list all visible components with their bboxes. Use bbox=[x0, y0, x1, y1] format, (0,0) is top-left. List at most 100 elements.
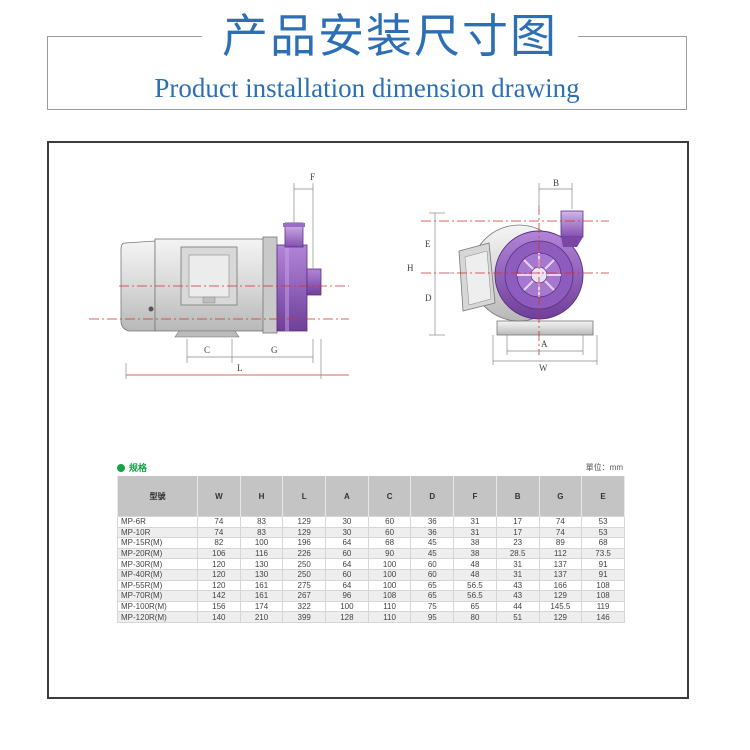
value-cell: 130 bbox=[239, 558, 284, 570]
value-cell: 65 bbox=[410, 579, 455, 592]
value-cell: 267 bbox=[282, 590, 327, 602]
value-cell: 53 bbox=[581, 526, 625, 539]
value-cell: 91 bbox=[581, 558, 625, 570]
value-cell: 51 bbox=[495, 611, 540, 623]
value-cell: 31 bbox=[495, 558, 540, 570]
dimension-panel: F C G L bbox=[47, 141, 689, 699]
value-cell: 129 bbox=[538, 590, 583, 602]
value-cell: 89 bbox=[538, 537, 583, 549]
value-cell: 23 bbox=[495, 537, 540, 549]
value-cell: 120 bbox=[197, 579, 241, 592]
value-cell: 31 bbox=[453, 526, 497, 539]
column-header: 型號 bbox=[117, 476, 198, 517]
value-cell: 74 bbox=[197, 516, 241, 528]
value-cell: 60 bbox=[367, 516, 412, 528]
value-cell: 56.5 bbox=[453, 590, 497, 602]
value-cell: 120 bbox=[197, 568, 241, 581]
value-cell: 100 bbox=[367, 558, 412, 570]
value-cell: 65 bbox=[453, 600, 497, 613]
value-cell: 30 bbox=[325, 516, 369, 528]
value-cell: 64 bbox=[325, 558, 369, 570]
value-cell: 322 bbox=[282, 600, 327, 613]
value-cell: 31 bbox=[495, 568, 540, 581]
value-cell: 100 bbox=[367, 579, 412, 592]
value-cell: 129 bbox=[282, 516, 327, 528]
value-cell: 142 bbox=[197, 590, 241, 602]
value-cell: 226 bbox=[282, 547, 327, 560]
value-cell: 43 bbox=[495, 579, 540, 592]
model-cell: MP-40R(M) bbox=[117, 568, 198, 581]
value-cell: 166 bbox=[538, 579, 583, 592]
dim-label-d: D bbox=[425, 293, 432, 303]
model-cell: MP-15R(M) bbox=[117, 537, 198, 549]
value-cell: 74 bbox=[538, 526, 583, 539]
value-cell: 129 bbox=[282, 526, 327, 539]
value-cell: 108 bbox=[581, 590, 625, 602]
side-view-dimensions bbox=[89, 285, 349, 376]
value-cell: 68 bbox=[367, 537, 412, 549]
value-cell: 60 bbox=[367, 526, 412, 539]
model-cell: MP-120R(M) bbox=[117, 611, 198, 623]
value-cell: 91 bbox=[581, 568, 625, 581]
value-cell: 64 bbox=[325, 537, 369, 549]
value-cell: 174 bbox=[239, 600, 284, 613]
column-header: F bbox=[453, 476, 497, 517]
value-cell: 44 bbox=[495, 600, 540, 613]
model-cell: MP-30R(M) bbox=[117, 558, 198, 570]
value-cell: 161 bbox=[239, 579, 284, 592]
dim-label-f: F bbox=[310, 172, 315, 182]
value-cell: 80 bbox=[453, 611, 497, 623]
column-header: G bbox=[538, 476, 583, 517]
page-title-en: Product installation dimension drawing bbox=[154, 73, 580, 103]
value-cell: 100 bbox=[239, 537, 284, 549]
column-header: H bbox=[239, 476, 284, 517]
value-cell: 275 bbox=[282, 579, 327, 592]
value-cell: 210 bbox=[239, 611, 284, 623]
value-cell: 17 bbox=[495, 516, 540, 528]
model-cell: MP-6R bbox=[117, 516, 198, 528]
dim-label-c: C bbox=[204, 345, 210, 355]
column-header: E bbox=[581, 476, 625, 517]
dim-label-a: A bbox=[541, 339, 548, 349]
value-cell: 106 bbox=[197, 547, 241, 560]
value-cell: 68 bbox=[581, 537, 625, 549]
header-rule-right bbox=[578, 36, 687, 37]
model-cell: MP-10R bbox=[117, 526, 198, 539]
column-header: C bbox=[367, 476, 412, 517]
value-cell: 65 bbox=[410, 590, 455, 602]
value-cell: 73.5 bbox=[581, 547, 625, 560]
column-header: D bbox=[410, 476, 455, 517]
value-cell: 83 bbox=[239, 516, 284, 528]
value-cell: 250 bbox=[282, 568, 327, 581]
value-cell: 130 bbox=[239, 568, 284, 581]
value-cell: 108 bbox=[367, 590, 412, 602]
value-cell: 45 bbox=[410, 547, 455, 560]
value-cell: 48 bbox=[453, 558, 497, 570]
value-cell: 36 bbox=[410, 516, 455, 528]
spec-unit: 單位：mm bbox=[585, 463, 623, 472]
value-cell: 28.5 bbox=[495, 547, 540, 560]
value-cell: 116 bbox=[239, 547, 284, 560]
page-title-cn: 产品安装尺寸图 bbox=[222, 9, 558, 63]
value-cell: 43 bbox=[495, 590, 540, 602]
model-cell: MP-70R(M) bbox=[117, 590, 198, 602]
dim-label-l: L bbox=[237, 363, 243, 373]
spec-bullet-icon bbox=[117, 464, 125, 472]
header-frame bbox=[47, 36, 687, 110]
front-view-dimension-guides bbox=[429, 183, 598, 365]
dim-label-w: W bbox=[539, 363, 548, 373]
value-cell: 36 bbox=[410, 526, 455, 539]
value-cell: 96 bbox=[325, 590, 369, 602]
value-cell: 146 bbox=[581, 611, 625, 623]
value-cell: 74 bbox=[197, 526, 241, 539]
